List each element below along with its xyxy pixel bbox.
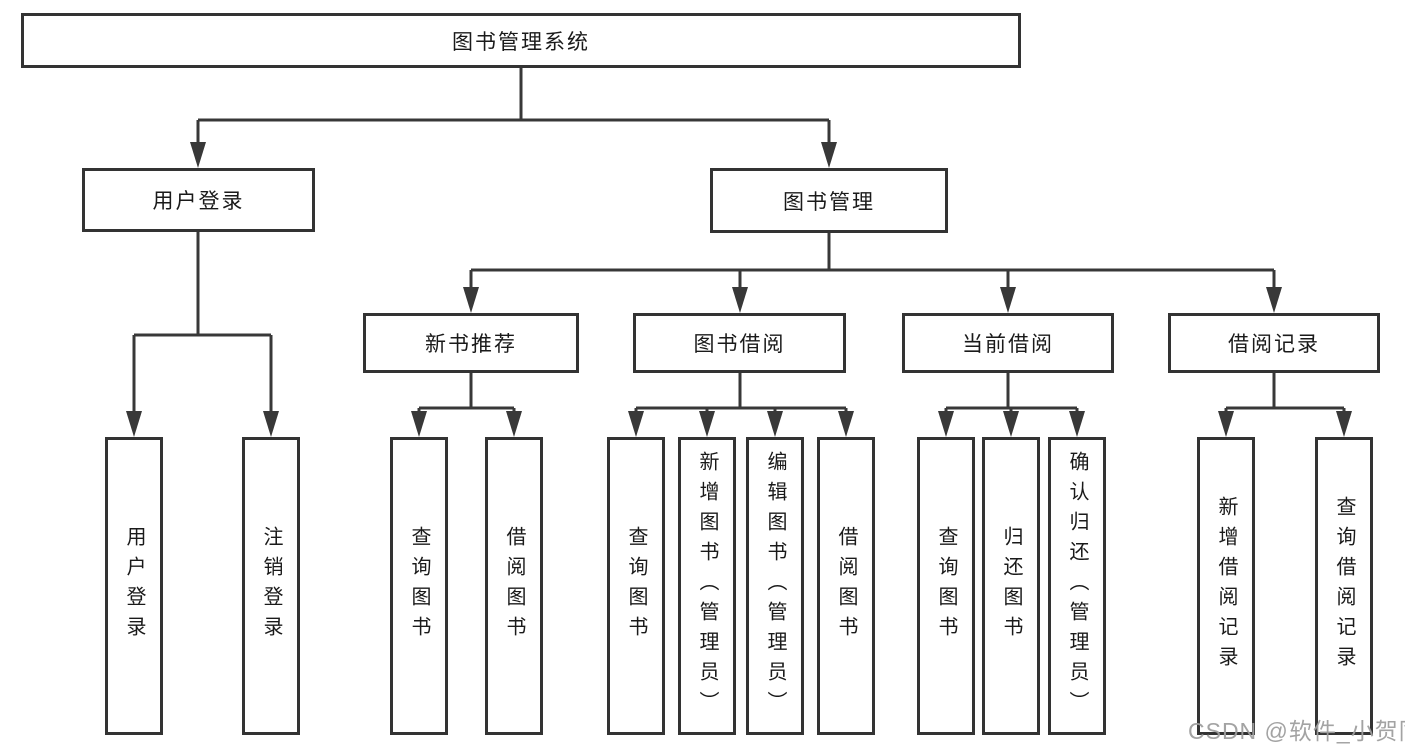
leaf-confirm-return-admin-label: 确认归还（管理员） (1066, 451, 1088, 721)
node-borrow-records-label: 借阅记录 (1228, 333, 1320, 356)
leaf-borrow-books-borrowing: 借阅图书 (817, 437, 875, 735)
leaf-edit-books-admin-label: 编辑图书（管理员） (764, 451, 786, 721)
leaf-user-login-label: 用户登录 (123, 526, 145, 646)
leaf-add-borrow-record: 新增借阅记录 (1197, 437, 1255, 735)
node-current-borrowing: 当前借阅 (902, 313, 1114, 373)
node-new-book-recommend: 新书推荐 (363, 313, 579, 373)
leaf-query-books-current-label: 查询图书 (935, 526, 957, 646)
node-library-system: 图书管理系统 (21, 13, 1021, 68)
leaf-query-books-recommend: 查询图书 (390, 437, 448, 735)
leaf-add-borrow-record-label: 新增借阅记录 (1215, 496, 1237, 676)
node-user-login: 用户登录 (82, 168, 315, 232)
leaf-borrow-books-borrowing-label: 借阅图书 (835, 526, 857, 646)
leaf-borrow-books-recommend: 借阅图书 (485, 437, 543, 735)
leaf-query-borrow-record-label: 查询借阅记录 (1333, 496, 1355, 676)
leaf-add-books-admin-label: 新增图书（管理员） (696, 451, 718, 721)
leaf-query-books-recommend-label: 查询图书 (408, 526, 430, 646)
leaf-confirm-return-admin: 确认归还（管理员） (1048, 437, 1106, 735)
leaf-logout-login: 注销登录 (242, 437, 300, 735)
leaf-return-books: 归还图书 (982, 437, 1040, 735)
node-book-borrowing: 图书借阅 (633, 313, 846, 373)
leaf-borrow-books-recommend-label: 借阅图书 (503, 526, 525, 646)
leaf-query-books-current: 查询图书 (917, 437, 975, 735)
node-book-management: 图书管理 (710, 168, 948, 233)
node-new-book-recommend-label: 新书推荐 (425, 333, 517, 356)
leaf-query-books-borrowing-label: 查询图书 (625, 526, 647, 646)
node-book-borrowing-label: 图书借阅 (693, 333, 786, 356)
node-book-management-label: 图书管理 (783, 190, 875, 214)
node-user-login-label: 用户登录 (152, 190, 245, 213)
leaf-return-books-label: 归还图书 (1000, 526, 1022, 646)
arrowheads (126, 142, 1352, 437)
node-current-borrowing-label: 当前借阅 (962, 333, 1054, 356)
watermark: CSDN @软件_小贺同学 (1188, 718, 1405, 744)
leaf-query-borrow-record: 查询借阅记录 (1315, 437, 1373, 735)
node-borrow-records: 借阅记录 (1168, 313, 1380, 373)
leaf-query-books-borrowing: 查询图书 (607, 437, 665, 735)
leaf-logout-login-label: 注销登录 (260, 526, 282, 646)
node-library-system-label: 图书管理系统 (452, 30, 590, 54)
leaf-add-books-admin: 新增图书（管理员） (678, 437, 736, 735)
leaf-edit-books-admin: 编辑图书（管理员） (746, 437, 804, 735)
leaf-user-login: 用户登录 (105, 437, 163, 735)
